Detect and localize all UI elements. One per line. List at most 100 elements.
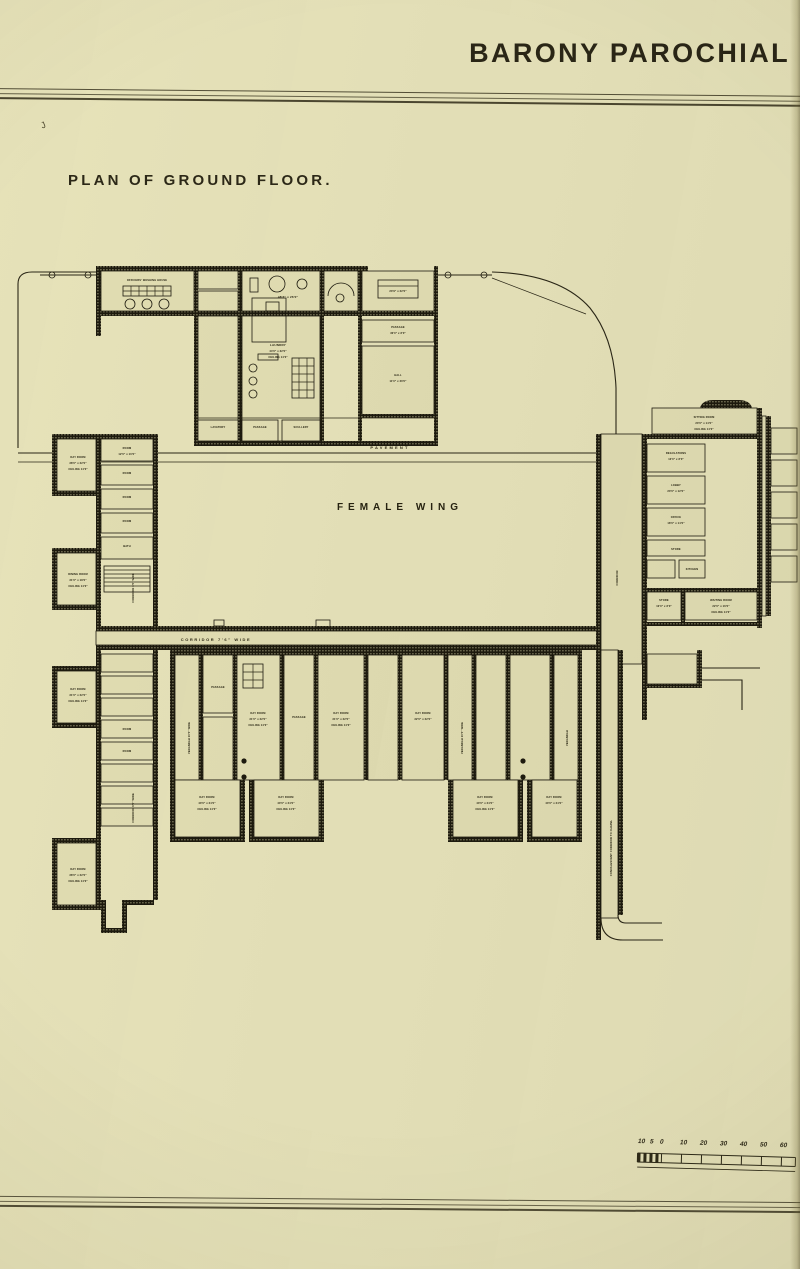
room-dims-office: 18'0" x 14'0"	[667, 521, 685, 525]
right-range: CORRIDOR SITTING ROOM 20'0" x 14'0" CEIL…	[596, 400, 798, 665]
room-dims-dining-room: 31'0" x 18'0"	[69, 578, 87, 582]
page-title: BARONY PAROCHIAL	[469, 38, 790, 68]
room-ceiling-day-room-lower-a: CEILING 14'0"	[197, 807, 217, 811]
room-label-small-a: ROOM	[123, 446, 132, 450]
scale-tick-0: 10	[637, 1138, 646, 1146]
room-label-dining-room: DINING ROOM	[68, 572, 88, 576]
vertical-label-corridor-right: CORRIDOR	[615, 570, 619, 585]
vertical-label-corridor-left: CORRIDOR 8'0" WIDE	[131, 573, 135, 603]
room-label-small-d: ROOM	[123, 519, 132, 523]
room-label-small-b: ROOM	[123, 471, 132, 475]
room-label-kitchen-small: KITCHEN	[686, 567, 699, 571]
main-corridor: CORRIDOR 7'6" WIDE	[95, 619, 617, 650]
room-dims-day-room-lower-b: 40'0" x 24'0"	[277, 801, 295, 805]
floor-plan-drawing: .w { fill:#1d1a0e; } .wh { fill:url(#hat…	[0, 248, 800, 948]
laundry-wing: LAUNDRY 44'0" x 32'0" CEILING 14'0" PASS…	[17, 271, 438, 448]
room-label-day-room-right: DAY ROOM	[415, 711, 430, 715]
room-dims-small-a: 12'0" x 10'0"	[118, 452, 136, 456]
room-label-small-e: ROOM	[123, 727, 132, 731]
laundry-block: OFFICERS' WASHING HOUSE 48'3" x 26'0"	[40, 266, 492, 316]
room-label-store-upper-right: STORE	[671, 547, 681, 551]
scale-bar: 10 5 0 10 20 30 40 50 60	[635, 1138, 800, 1189]
room-ceiling-day-room-lower-c: CEILING 14'0"	[475, 807, 495, 811]
pavilion1-grid-icon	[242, 663, 264, 689]
stair-icon	[103, 565, 151, 593]
room-ceiling-day-room-left-three: CEILING 14'0"	[68, 699, 88, 703]
room-dims-day-room-lower-c: 40'0" x 24'0"	[476, 801, 494, 805]
room-label-waiting-room: WAITING ROOM	[710, 598, 732, 602]
room-dims-sitting-room: 20'0" x 14'0"	[695, 421, 713, 425]
room-label-small-f: ROOM	[123, 749, 132, 753]
pavement-label: PAVEMENT	[370, 445, 409, 450]
room-label-passage: PASSAGE	[391, 325, 405, 329]
scale-tick-4: 20	[699, 1139, 708, 1147]
room-dims-day-room-left-bottom: 38'0" x 22'0"	[69, 873, 87, 877]
room-ceiling-day-room-centre-a: CEILING 14'0"	[248, 723, 268, 727]
vertical-label-verandah-2: VERANDAH 10'0" WIDE	[460, 722, 464, 754]
room-dims-day-room-lower-d: 40'0" x 24'0"	[545, 801, 563, 805]
room-ceiling-day-room-centre-b: CEILING 14'0"	[331, 723, 351, 727]
room-label-bath: BATH	[123, 544, 131, 548]
room-ceiling-day-room-lower-b: CEILING 14'0"	[276, 807, 296, 811]
room-label-passage-pav2: PASSAGE	[292, 715, 306, 719]
room-dims-day-room-left-three: 31'0" x 22'0"	[69, 693, 87, 697]
scale-tick-8: 60	[779, 1142, 788, 1150]
room-dims-store-right: 10'0" x 8'0"	[656, 604, 672, 608]
vertical-label-verandah-3: VERANDAH	[565, 730, 569, 746]
room-label-regulations: REGULATIONS	[666, 451, 686, 455]
room-dims-day-room-right: 32'0" x 22'0"	[414, 717, 432, 721]
room-dims-hall: 11'0" x 20'0"	[389, 379, 407, 383]
room-ceiling-waiting-room: CEILING 14'0"	[711, 610, 731, 614]
page-edge-shadow	[790, 0, 800, 1269]
room-label-laundry: LAUNDRY	[270, 343, 286, 347]
room-ceiling-dining-room: CEILING 14'0"	[68, 584, 88, 588]
room-label-day-room-centre-b: DAY ROOM	[333, 711, 348, 715]
room-label-day-room-lower-a: DAY ROOM	[199, 795, 214, 799]
room-label-passage-small: PASSAGE	[253, 425, 267, 429]
room-label-officers-washing-house: OFFICERS' WASHING HOUSE	[127, 278, 167, 282]
site-boundary-line	[491, 271, 617, 448]
vertical-label-verandah-1: VERANDAH 10'0" WIDE	[187, 722, 191, 754]
plan-subtitle: PLAN OF GROUND FLOOR.	[68, 172, 333, 189]
room-dims-day-room-centre-a: 31'0" x 22'0"	[249, 717, 267, 721]
room-label-office: OFFICE	[671, 515, 682, 519]
room-label-day-room-lower-d: DAY ROOM	[546, 795, 561, 799]
room-label-store-right: STORE	[659, 598, 669, 602]
washing-stalls-icon	[122, 285, 172, 310]
room-label-passage-pav1: PASSAGE	[211, 685, 225, 689]
room-label-day-room-centre-a: DAY ROOM	[250, 711, 265, 715]
room-dims-passage: 30'0" x 8'0"	[390, 331, 406, 335]
corridor-label: CORRIDOR 7'6" WIDE	[181, 637, 252, 642]
sheet-mark: J	[39, 119, 48, 131]
room-label-sitting-room: SITTING ROOM	[694, 415, 715, 419]
room-label-lobby: LOBBY	[671, 483, 681, 487]
room-dims-regulations: 12'0" x 8'0"	[668, 457, 684, 461]
scale-tick-1: 5	[649, 1138, 655, 1146]
lower-left-range: DAY ROOM 31'0" x 22'0" CEILING 14'0" ROO…	[52, 650, 158, 933]
laundry-tub-grid-icon	[291, 357, 315, 399]
room-label-day-room-lower-b: DAY ROOM	[278, 795, 293, 799]
room-dims-waiting-room: 22'0" x 16'0"	[712, 604, 730, 608]
room-dims-laundry: 44'0" x 32'0"	[269, 349, 287, 353]
room-dims-day-room-lower-a: 40'0" x 24'0"	[198, 801, 216, 805]
room-ceiling-day-room-upper-left: CEILING 14'0"	[68, 467, 88, 471]
footer-rule	[0, 1195, 800, 1217]
scale-tick-5: 30	[719, 1140, 728, 1148]
central-pavilions: VERANDAH 10'0" WIDE PASSAGE DAY ROOM 31'…	[170, 650, 582, 842]
convalescent-corridor: CONVALESCENT CORRIDOR TO CHAPEL	[596, 649, 760, 941]
room-dims-lobby: 20'0" x 12'0"	[667, 489, 685, 493]
scale-tick-6: 40	[739, 1140, 748, 1149]
room-label-day-room-left-three: DAY ROOM	[70, 687, 85, 691]
room-ceiling-sitting-room: CEILING 14'0"	[694, 427, 714, 431]
room-dims-day-room-upper-left: 38'0" x 22'0"	[69, 461, 87, 465]
vertical-label-corridor-lower-left: CORRIDOR 6'0" WIDE	[131, 793, 135, 823]
wing-label: FEMALE WING	[337, 502, 463, 513]
room-label-scullery: SCULLERY	[293, 425, 308, 429]
room-label-hall: HALL	[394, 373, 402, 377]
room-label-day-room-upper-left: DAY ROOM	[70, 455, 85, 459]
scale-tick-2: 0	[659, 1138, 665, 1146]
header-rule	[0, 88, 800, 110]
room-label-day-room-left-bottom: DAY ROOM	[70, 867, 85, 871]
room-dims-wash-house: 48'3" x 26'0"	[278, 295, 299, 299]
scale-tick-3: 10	[679, 1139, 688, 1147]
